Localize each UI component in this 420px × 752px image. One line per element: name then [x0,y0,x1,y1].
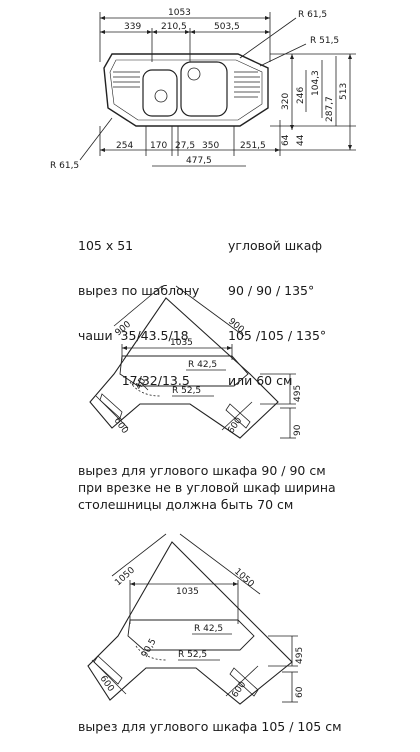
small-dim-label: 40 [134,376,149,391]
bottom-dim-1: 254 [116,141,133,151]
right-label-495: 495 [293,385,303,402]
depth-label-right: 600 [230,680,248,700]
width-dim-middle: 210,5 [161,22,187,32]
caption-105: вырез для углового шкафа 105 / 105 см [78,718,342,735]
spec-left: 105 x 51 вырез по шаблону чаши 35/43.5/1… [78,208,199,403]
right-label-495: 495 [295,647,305,664]
width-dim-left: 339 [124,22,141,32]
right-dim-1: 104,3 [311,70,321,96]
spec-right-line: 90 / 90 / 135° [228,283,315,298]
radius-label-bottom: R 61,5 [50,161,79,171]
cutout-width-label: 1035 [170,338,193,348]
cutout-width-label: 1035 [176,587,199,597]
width-dim-right: 503,5 [214,22,240,32]
spec-left-line: вырез по шаблону [78,283,200,298]
spec-left-line: 17/32/13.5 [78,373,190,388]
depth-label-right: 600 [226,416,244,436]
bottom-dim-3: 27,5 [175,141,195,151]
caption-90-line: столешницы должна быть 70 см [78,497,294,512]
radius-label-1: R 42,5 [194,624,223,634]
right-dim-6: 64 [281,134,291,146]
bottom-dim-2: 170 [150,141,167,151]
spec-right-line: угловой шкаф [228,238,323,253]
bottom-dim-4: 350 [202,141,219,151]
bottom-dim-6: 477,5 [186,156,212,166]
radius-label-2: R 52,5 [178,650,207,660]
right-dim-2: 320 [281,93,291,110]
caption-90-line: вырез для углового шкафа 90 / 90 см [78,463,326,478]
spec-right-line: 105 /105 / 135° [228,328,327,343]
top-technical-drawing: 1053 339 210,5 503,5 R 61,5 R 51,5 R 61,… [50,8,356,171]
radius-label-top-2: R 51,5 [310,36,339,46]
small-dim-label: 90,5 [140,637,159,659]
side-label-left: 900 [114,319,134,338]
radius-label-2: R 52,5 [172,386,201,396]
right-label-60: 60 [295,686,305,698]
caption-90-line: при врезке не в угловой шкаф ширина [78,480,336,495]
right-dim-5: 513 [339,83,349,100]
corner-cabinet-diagram-105: 1050 1050 1035 90,5 R 42,5 R 52,5 600 60… [87,533,305,705]
bottom-dim-5: 251,5 [240,141,266,151]
spec-left-line: 105 x 51 [78,238,134,253]
right-dim-4: 287,7 [325,96,335,122]
caption-105-line: вырез для углового шкафа 105 / 105 см [78,719,342,734]
corner-cabinet-diagram-90: 900 900 1035 40 R 42,5 R 52,5 600 600 49… [89,285,303,439]
right-dim-7: 44 [296,134,306,146]
overall-width-label: 1053 [168,8,191,18]
radius-label-top-1: R 61,5 [298,10,327,20]
side-label-right: 900 [226,317,246,336]
caption-90: вырез для углового шкафа 90 / 90 см при … [78,462,336,513]
right-dim-3: 246 [296,87,306,104]
right-label-90: 90 [293,424,303,436]
side-label-right: 1050 [232,567,256,590]
radius-label-1: R 42,5 [188,360,217,370]
